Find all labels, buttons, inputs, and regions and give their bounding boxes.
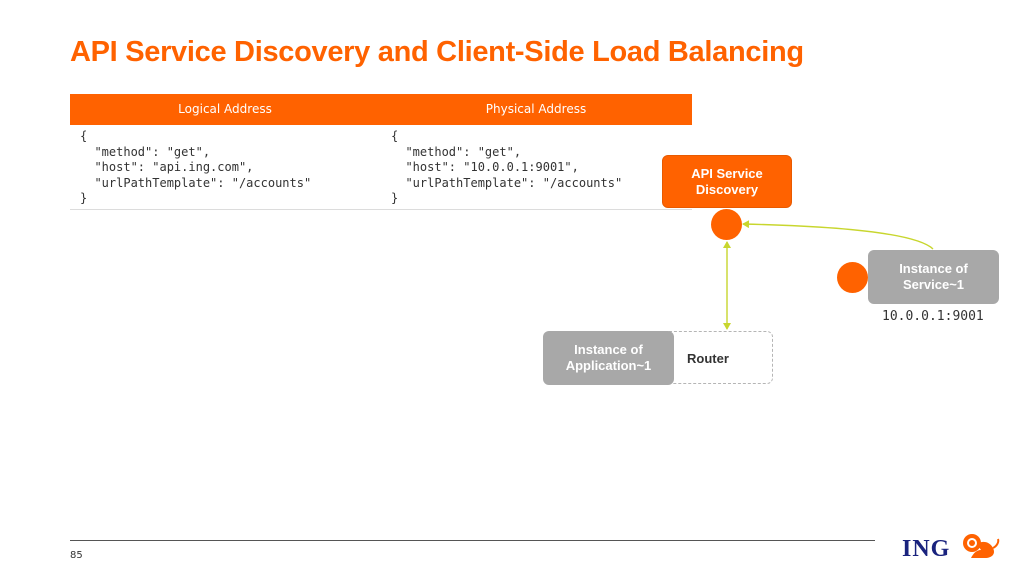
service-ip-label: 10.0.0.1:9001 bbox=[882, 309, 984, 324]
header-physical-address: Physical Address bbox=[485, 102, 587, 116]
router-label: Router bbox=[687, 351, 729, 366]
address-table: Logical Address Physical Address { "meth… bbox=[70, 94, 692, 210]
service-client-dot bbox=[837, 262, 868, 293]
service-instance-node: Instance of Service~1 bbox=[868, 250, 999, 304]
ing-logo-text: ING bbox=[902, 536, 951, 562]
service-to-discovery-link bbox=[742, 220, 934, 250]
table-header: Logical Address Physical Address bbox=[70, 94, 692, 125]
slide-title: API Service Discovery and Client-Side Lo… bbox=[70, 36, 804, 68]
discovery-client-dot bbox=[711, 209, 742, 240]
page-number: 85 bbox=[70, 550, 83, 561]
footer-divider bbox=[70, 540, 875, 541]
header-logical-address: Logical Address bbox=[178, 102, 272, 116]
table-row: { "method": "get", "host": "api.ing.com"… bbox=[70, 125, 692, 210]
lion-logo-icon bbox=[963, 534, 1000, 558]
router-box bbox=[664, 331, 773, 384]
physical-address-code: { "method": "get", "host": "10.0.0.1:900… bbox=[391, 129, 623, 205]
api-service-discovery-node: API Service Discovery bbox=[662, 155, 792, 208]
logical-address-code: { "method": "get", "host": "api.ing.com"… bbox=[80, 129, 312, 205]
application-instance-node: Instance of Application~1 bbox=[543, 331, 674, 385]
